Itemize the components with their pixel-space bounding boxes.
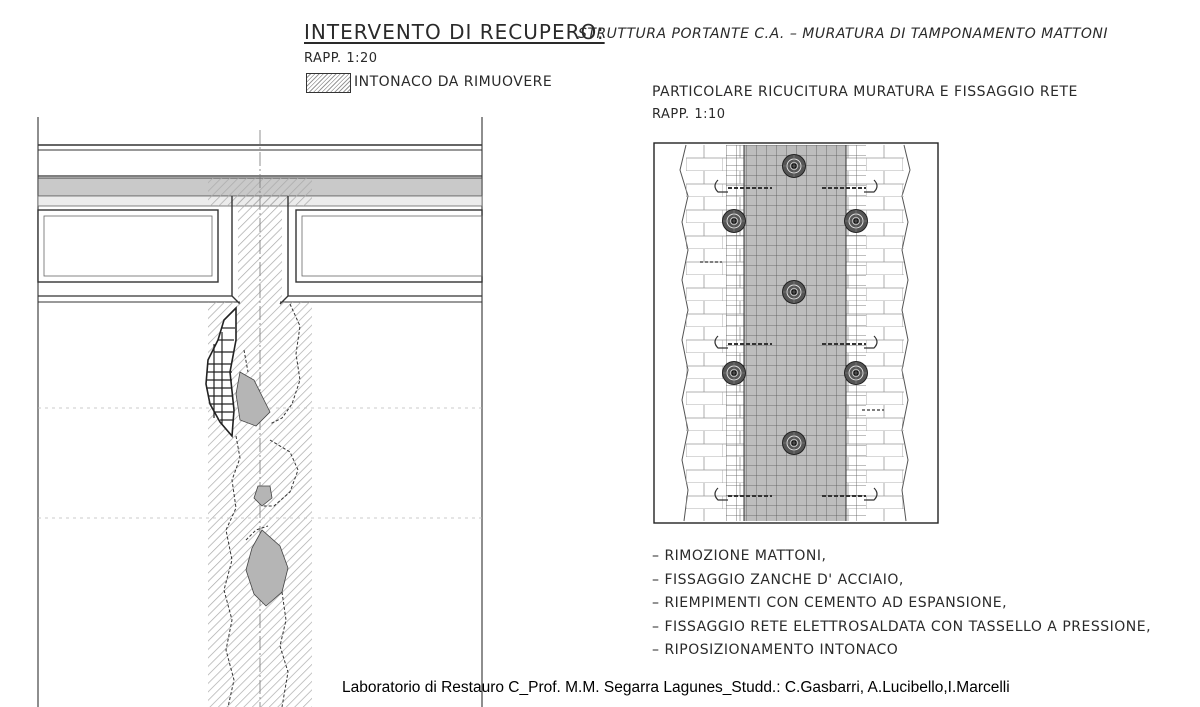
procedure-notes: – RIMOZIONE MATTONI, – FISSAGGIO ZANCHE … (652, 548, 1151, 666)
detail-title: PARTICOLARE RICUCITURA MURATURA E FISSAG… (652, 84, 1078, 100)
drawing-subtitle: STRUTTURA PORTANTE C.A. – MURATURA DI TA… (578, 26, 1109, 42)
note-item: – RIPOSIZIONAMENTO INTONACO (652, 642, 899, 658)
note-item: – FISSAGGIO ZANCHE D' ACCIAIO, (652, 571, 904, 588)
detail-scale: RAPP. 1:10 (652, 107, 726, 122)
welded-mesh (726, 145, 866, 521)
infill-panel-left (37, 209, 219, 283)
infill-panel-right (295, 209, 483, 283)
note-item: – RIEMPIMENTI CON CEMENTO AD ESPANSIONE, (652, 595, 1008, 611)
note-item: – FISSAGGIO RETE ELETTROSALDATA CON TASS… (652, 618, 1152, 635)
legend-label: INTONACO DA RIMUOVERE (354, 74, 553, 90)
steel-ties (700, 179, 884, 501)
drawing-scale: RAPP. 1:20 (304, 51, 378, 66)
credits-caption: Laboratorio di Restauro C_Prof. M.M. Seg… (342, 679, 1010, 696)
drawing-title: INTERVENTO DI RECUPERO: (304, 20, 605, 44)
plaster-damage (205, 303, 301, 707)
legend-hatch-swatch (306, 73, 351, 93)
note-item: – RIMOZIONE MATTONI, (652, 548, 827, 564)
frame-elevation (37, 117, 483, 707)
detail-drawing (653, 142, 939, 524)
